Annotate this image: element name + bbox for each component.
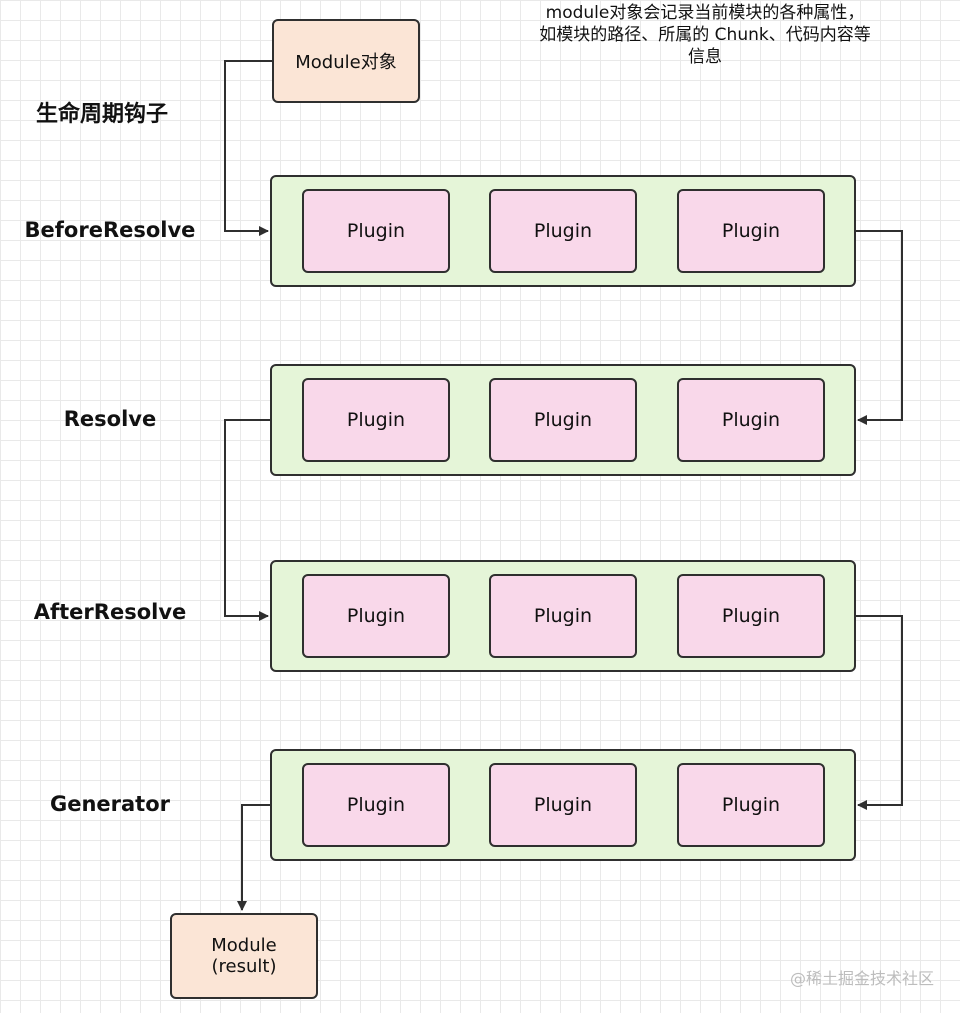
note-text: module对象会记录当前模块的各种属性， 如模块的路径、所属的 Chunk、代…: [539, 3, 871, 67]
module-note-text: module对象会记录当前模块的各种属性， 如模块的路径、所属的 Chunk、代…: [500, 2, 910, 68]
plugin-box: Plugin: [677, 574, 825, 658]
stage-label-resolve: Resolve: [63, 407, 157, 431]
module-input-box: Module对象: [272, 19, 420, 103]
stage-lane-beforeresolve: Plugin Plugin Plugin: [270, 175, 856, 287]
plugin-box: Plugin: [302, 574, 450, 658]
module-result-box: Module (result): [170, 913, 318, 999]
stage-label-beforeresolve: BeforeResolve: [24, 218, 196, 242]
plugin-box: Plugin: [489, 378, 637, 462]
arrow-module-to-beforeresolve: [224, 60, 272, 236]
plugin-box: Plugin: [302, 189, 450, 273]
plugin-box: Plugin: [677, 189, 825, 273]
module-result-label: Module (result): [211, 935, 277, 977]
stage-lane-generator: Plugin Plugin Plugin: [270, 749, 856, 861]
plugin-box: Plugin: [302, 378, 450, 462]
plugin-box: Plugin: [302, 763, 450, 847]
watermark-text: @稀土掘金技术社区: [789, 969, 934, 988]
stage-lane-resolve: Plugin Plugin Plugin: [270, 364, 856, 476]
plugin-box: Plugin: [677, 378, 825, 462]
arrow-beforeresolve-to-resolve: [856, 230, 903, 425]
arrow-afterresolve-to-generator: [856, 615, 903, 810]
plugin-box: Plugin: [489, 189, 637, 273]
stage-label-afterresolve: AfterResolve: [33, 600, 187, 624]
plugin-box: Plugin: [677, 763, 825, 847]
stage-label-generator: Generator: [49, 792, 171, 816]
module-input-label: Module对象: [295, 52, 397, 73]
plugin-box: Plugin: [489, 574, 637, 658]
plugin-box: Plugin: [489, 763, 637, 847]
lifecycle-hooks-heading: 生命周期钩子: [36, 102, 169, 127]
arrow-resolve-to-afterresolve: [224, 419, 270, 621]
arrow-generator-to-result: [237, 804, 270, 911]
stage-lane-afterresolve: Plugin Plugin Plugin: [270, 560, 856, 672]
